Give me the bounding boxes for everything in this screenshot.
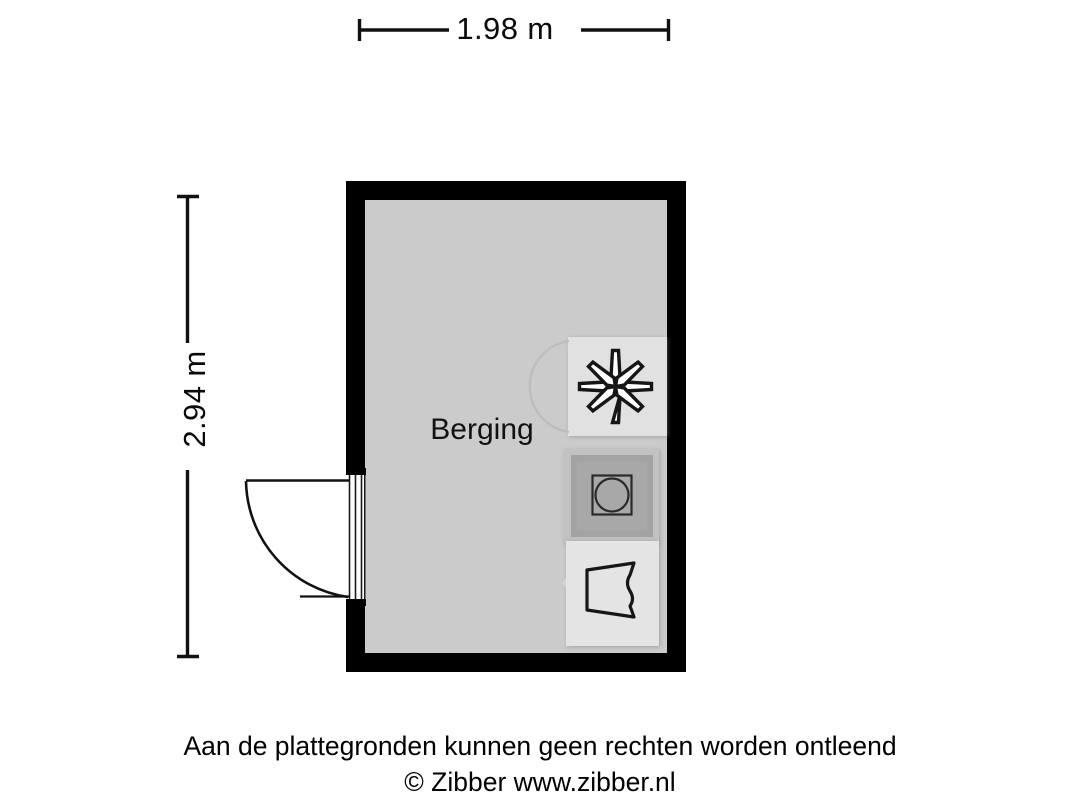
dimension-label-width: 1.98 m [456, 11, 554, 46]
boiler-pipe-nub [562, 578, 566, 588]
door-arc [244, 480, 349, 599]
dimension-label-height: 2.94 m [177, 350, 212, 448]
asterisk-star-icon [577, 348, 654, 425]
footer: Aan de plattegronden kunnen geen rechten… [0, 728, 1080, 800]
dimension-line-left [177, 194, 199, 659]
washer-door-circle [594, 477, 630, 513]
boiler-body [566, 541, 659, 646]
boiler-icon [585, 561, 636, 619]
fixture-washing-machine [564, 449, 659, 544]
washer-inner-panel [577, 461, 647, 531]
fixture-boiler [562, 541, 659, 646]
door-swing [244, 479, 349, 599]
footer-disclaimer: Aan de plattegronden kunnen geen rechten… [183, 731, 897, 761]
footer-copyright: © Zibber www.zibber.nl [404, 767, 676, 797]
room-label-berging: Berging [430, 413, 534, 446]
door-opening [346, 468, 366, 606]
washer-door-square [591, 474, 633, 516]
dryer-drum-curve [528, 339, 570, 434]
fixture-dryer [528, 337, 667, 436]
dimension-line-top [357, 19, 671, 41]
